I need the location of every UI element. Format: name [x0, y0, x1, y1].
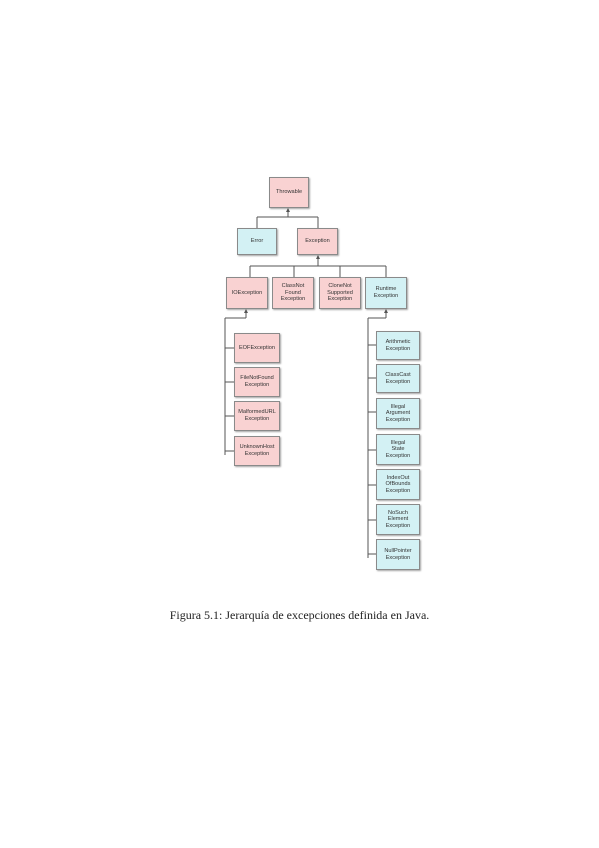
node-nullpointer-exception: NullPointer Exception — [376, 539, 420, 570]
node-illegalargument-exception: Illegal Argument Exception — [376, 398, 420, 429]
node-indexoutofbounds-exception: IndexOut OfBounds Exception — [376, 469, 420, 500]
node-ioexception: IOException — [226, 277, 268, 309]
node-illegalstate-exception: Illegal State Exception — [376, 434, 420, 465]
node-unknownhost-exception: UnknownHost Exception — [234, 436, 280, 466]
node-exception: Exception — [297, 228, 338, 255]
node-runtime-exception: Runtime Exception — [365, 277, 407, 309]
figure-caption: Figura 5.1: Jerarquía de excepciones def… — [169, 608, 430, 622]
node-clonenotsupported-exception: CloneNot Supported Exception — [319, 277, 361, 309]
node-classnotfound-exception: ClassNot Found Exception — [272, 277, 314, 309]
node-eof-exception: EOFException — [234, 333, 280, 363]
node-filenotfound-exception: FileNotFound Exception — [234, 367, 280, 397]
node-nosuchelement-exception: NoSuch Element Exception — [376, 504, 420, 535]
node-classcast-exception: ClassCast Exception — [376, 364, 420, 393]
node-malformedurl-exception: MalformedURL Exception — [234, 401, 280, 431]
node-arithmetic-exception: Arithmetic Exception — [376, 331, 420, 360]
node-throwable: Throwable — [269, 177, 309, 208]
node-error: Error — [237, 228, 277, 255]
